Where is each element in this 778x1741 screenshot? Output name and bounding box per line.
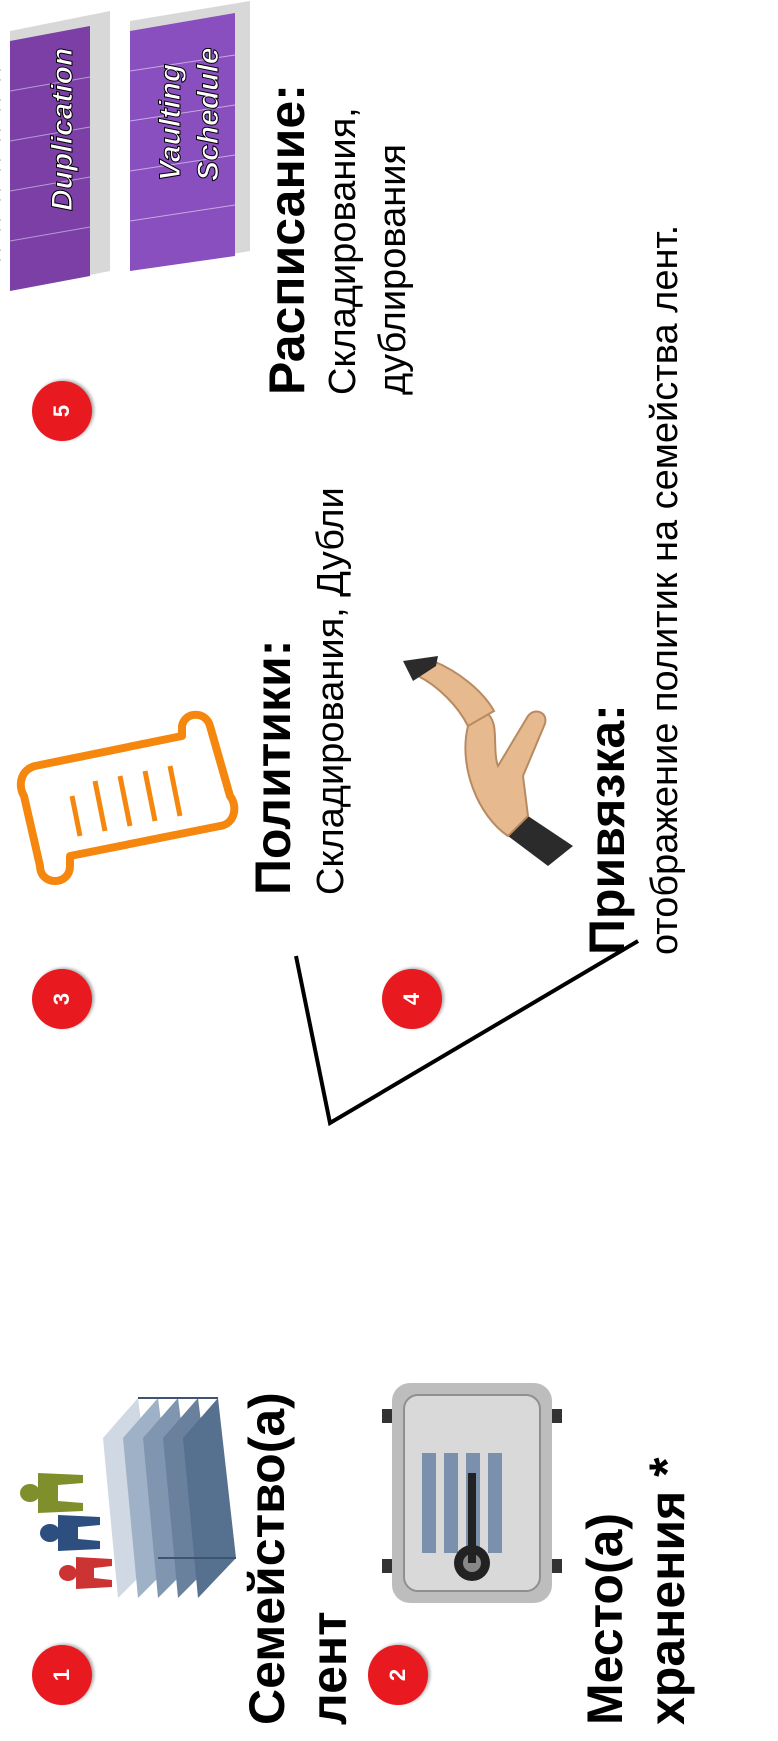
step-4-description: отображение политик на семейства лент. [640, 225, 690, 955]
step-5-title: Расписание: [258, 84, 316, 395]
schedule-books-icon: Duplication Vaulting Schedule [0, 1, 260, 331]
handshake-icon [398, 656, 588, 876]
step-4-title: Привязка: [578, 704, 636, 955]
step-4-badge: 4 [382, 969, 442, 1029]
vaulting-label: Vaulting [154, 64, 187, 181]
vaulting-book: Vaulting Schedule [130, 1, 250, 271]
step-3-title: Политики: [244, 640, 302, 895]
step-5-number: 5 [49, 405, 75, 417]
scroll-icon [10, 696, 250, 906]
step-3-badge: 3 [32, 969, 92, 1029]
step-3-description: Складирования, Дубли [306, 487, 356, 895]
duplication-label: Duplication [46, 48, 79, 211]
step-5-badge: 5 [32, 381, 92, 441]
step-4-number: 4 [399, 993, 425, 1005]
step-5-description-line2: дублирования [368, 144, 418, 395]
step-5-description-line1: Складирования, [318, 107, 368, 395]
duplication-book: Duplication [10, 11, 110, 291]
step-3-number: 3 [49, 993, 75, 1005]
schedule-label: Schedule [192, 48, 225, 181]
